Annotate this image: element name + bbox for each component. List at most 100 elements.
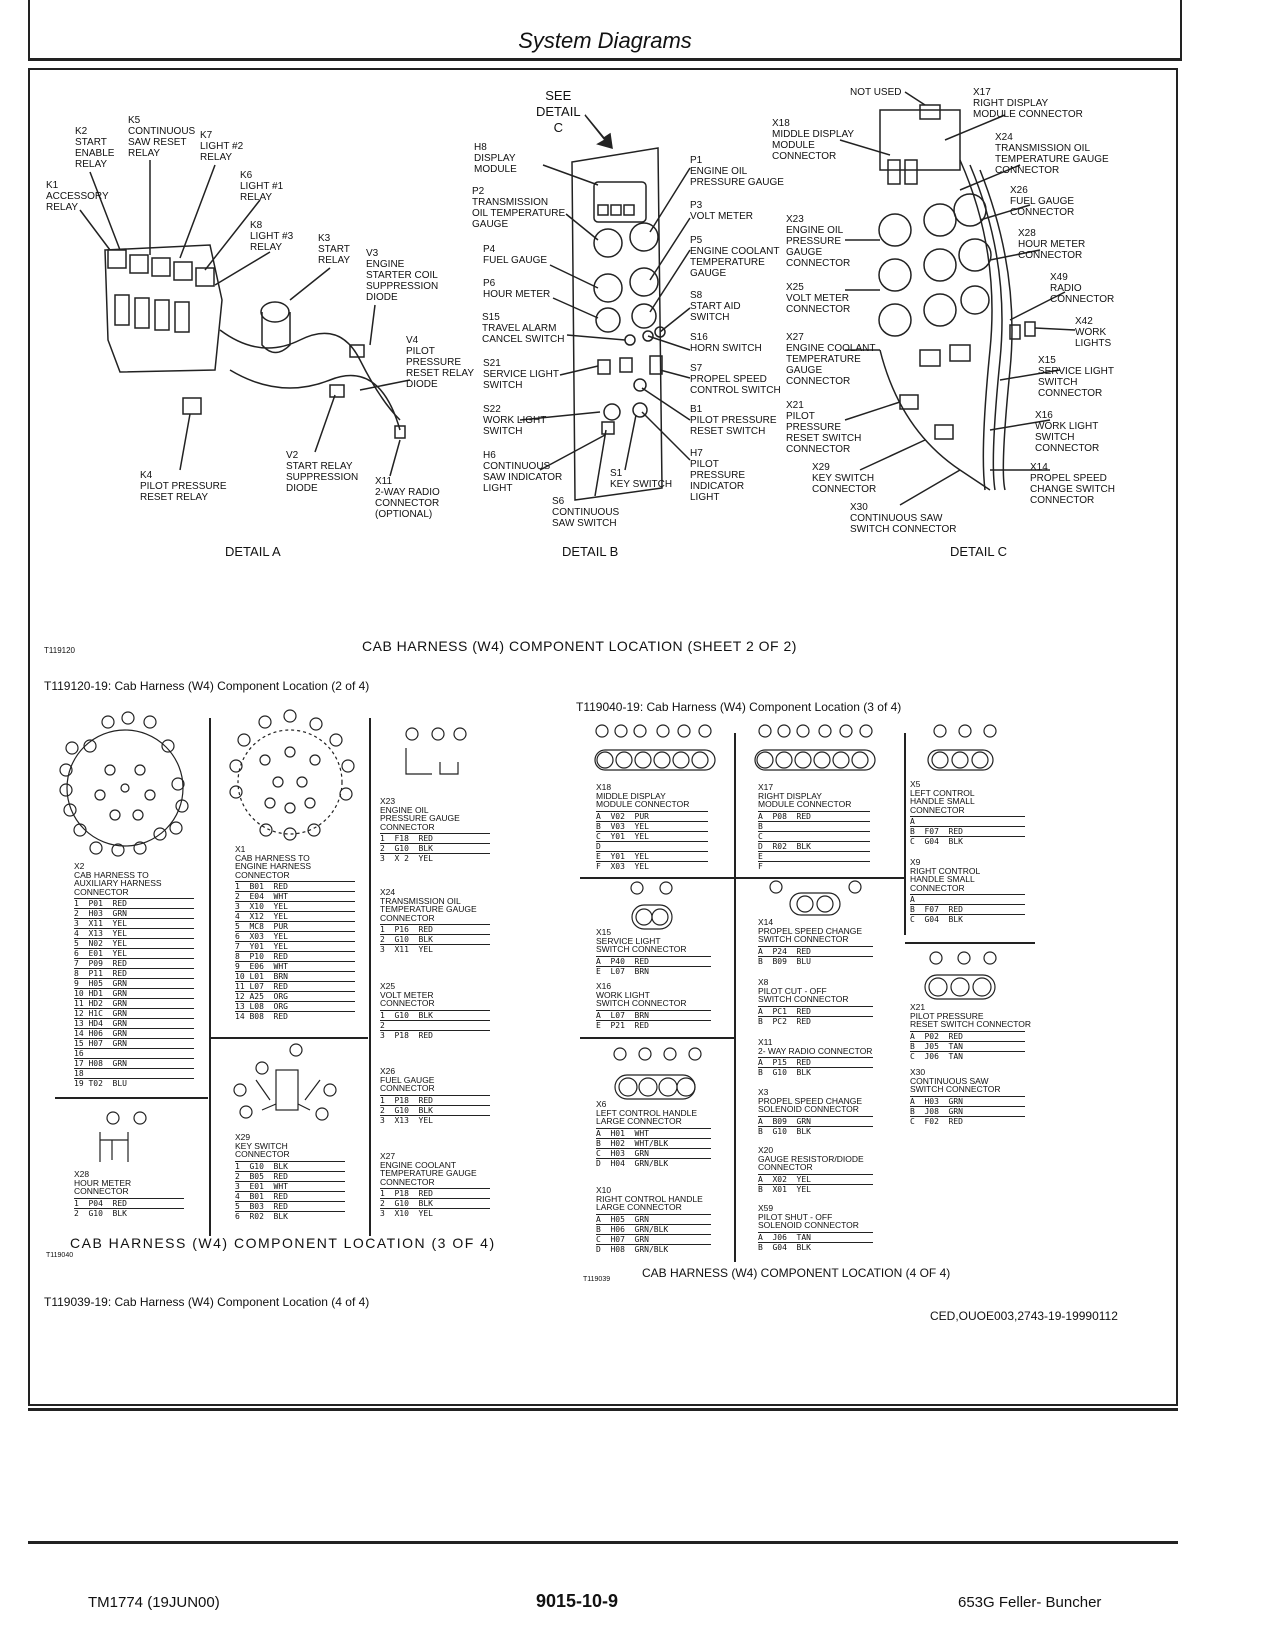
connector-row: F xyxy=(758,860,870,871)
connector-row: A V02 PUR xyxy=(596,810,708,821)
connector-title: X8 PILOT CUT - OFF SWITCH CONNECTOR xyxy=(758,977,849,1004)
component-label: V4 PILOT PRESSURE RESET RELAY DIODE xyxy=(406,335,474,390)
component-label: H6 CONTINUOUS SAW INDICATOR LIGHT xyxy=(483,450,563,494)
connector-row: 1 P18 RED xyxy=(380,1094,490,1105)
sheet3-title: CAB HARNESS (W4) COMPONENT LOCATION (3 O… xyxy=(70,1235,496,1251)
connector-title: X10 RIGHT CONTROL HANDLE LARGE CONNECTOR xyxy=(596,1185,703,1212)
connector-row: C H07 GRN xyxy=(596,1233,711,1244)
connector-row: B G10 BLK xyxy=(758,1067,873,1077)
connector-row: 12 H1C GRN xyxy=(74,1008,194,1018)
connector-row: C Y01 YEL xyxy=(596,830,708,841)
connector-row: A P15 RED xyxy=(758,1057,873,1067)
connector-title: X25 VOLT METER CONNECTOR xyxy=(380,981,435,1008)
connector-row: 6 X03 YEL xyxy=(235,931,355,941)
connector-row: 13 HD4 GRN xyxy=(74,1018,194,1028)
component-label: NOT USED xyxy=(850,87,902,98)
see-detail-c-label: SEE DETAIL C xyxy=(536,88,581,135)
connector-row: 11 HD2 GRN xyxy=(74,998,194,1008)
connector-title: X16 WORK LIGHT SWITCH CONNECTOR xyxy=(596,981,687,1008)
connector-row: 4 X12 YEL xyxy=(235,911,355,921)
page-title: System Diagrams xyxy=(518,28,692,53)
connector-row: E P21 RED xyxy=(596,1019,711,1030)
component-label: K7 LIGHT #2 RELAY xyxy=(200,130,244,163)
connector-row: A PC1 RED xyxy=(758,1005,873,1016)
connector-title: X59 PILOT SHUT - OFF SOLENOID CONNECTOR xyxy=(758,1203,859,1230)
component-label: K8 LIGHT #3 RELAY xyxy=(250,220,294,253)
connector-row: 2 G10 BLK xyxy=(380,843,490,853)
connector-row: 1 P01 RED xyxy=(74,898,194,908)
connector-row: B F07 RED xyxy=(910,826,1025,836)
manual-code: TM1774 (19JUN00) xyxy=(88,1594,220,1611)
connector-row: A H05 GRN xyxy=(596,1213,711,1224)
connector-row: B X01 YEL xyxy=(758,1183,873,1194)
connector-row: 6 E01 YEL xyxy=(74,948,194,958)
detail-b-label: DETAIL B xyxy=(562,544,619,559)
connector-row: B PC2 RED xyxy=(758,1015,873,1026)
component-label: P6 HOUR METER xyxy=(483,278,551,300)
detail-a-label: DETAIL A xyxy=(225,544,281,559)
connector-title: X18 MIDDLE DISPLAY MODULE CONNECTOR xyxy=(596,782,690,809)
connector-row: E L07 BRN xyxy=(596,965,711,976)
connector-title: X14 PROPEL SPEED CHANGE SWITCH CONNECTOR xyxy=(758,917,863,944)
connector-row: A J06 TAN xyxy=(758,1231,873,1242)
component-label: K3 START RELAY xyxy=(318,233,351,266)
page-header: System Diagrams xyxy=(28,0,1182,61)
component-label: B1 PILOT PRESSURE RESET SWITCH xyxy=(690,404,777,437)
sheet3-figure-id: T119040 xyxy=(46,1252,74,1259)
component-label: X42 WORK LIGHTS xyxy=(1075,316,1112,349)
connector-row: 4 X13 YEL xyxy=(74,928,194,938)
connector-row: 2 E04 WHT xyxy=(235,891,355,901)
connector-row: 19 T02 BLU xyxy=(74,1078,194,1088)
component-label: K1 ACCESSORY RELAY xyxy=(46,180,109,213)
connector-row: A xyxy=(910,816,1025,826)
component-label: K6 LIGHT #1 RELAY xyxy=(240,170,284,203)
connector-row: 9 E06 WHT xyxy=(235,961,355,971)
connector-row: A xyxy=(910,894,1025,904)
connector-row: B J08 GRN xyxy=(910,1105,1025,1116)
connector-row: C J06 TAN xyxy=(910,1050,1025,1061)
connector-title: X1 CAB HARNESS TO ENGINE HARNESS CONNECT… xyxy=(235,844,312,880)
component-label: S1 KEY SWITCH xyxy=(610,468,673,490)
connector-row: 11 L07 RED xyxy=(235,981,355,991)
connector-row: C H03 GRN xyxy=(596,1147,711,1158)
connector-row: 2 G10 BLK xyxy=(74,1207,184,1218)
component-label: X14 PROPEL SPEED CHANGE SWITCH CONNECTOR xyxy=(1030,462,1115,506)
component-label: P4 FUEL GAUGE xyxy=(483,244,548,266)
connector-row: 1 F18 RED xyxy=(380,833,490,843)
connector-row: 1 P16 RED xyxy=(380,924,490,934)
connector-title: X9 RIGHT CONTROL HANDLE SMALL CONNECTOR xyxy=(910,857,981,893)
connector-row: 17 H08 GRN xyxy=(74,1058,194,1068)
connector-title: X5 LEFT CONTROL HANDLE SMALL CONNECTOR xyxy=(910,779,975,815)
page-number: 9015-10-9 xyxy=(536,1591,619,1611)
sheet3-caption: T119040-19: Cab Harness (W4) Component L… xyxy=(576,700,902,714)
detail-c-label: DETAIL C xyxy=(950,544,1008,559)
component-label: X23 ENGINE OIL PRESSURE GAUGE CONNECTOR xyxy=(786,214,851,269)
connector-row: B H02 WHT/BLK xyxy=(596,1137,711,1148)
connector-row: 5 B03 RED xyxy=(235,1200,345,1211)
component-label: K2 START ENABLE RELAY xyxy=(75,126,115,170)
connector-row: 5 MC8 PUR xyxy=(235,921,355,931)
connector-row: B J05 TAN xyxy=(910,1040,1025,1051)
connector-row: A H01 WHT xyxy=(596,1127,711,1138)
component-label: X25 VOLT METER CONNECTOR xyxy=(786,282,851,315)
connector-row: 18 xyxy=(74,1068,194,1078)
connector-row: 10 L01 BRN xyxy=(235,971,355,981)
connector-row: 3 X13 YEL xyxy=(380,1114,490,1125)
connector-row: 3 X11 YEL xyxy=(74,918,194,928)
component-label: X21 PILOT PRESSURE RESET SWITCH CONNECTO… xyxy=(786,400,862,455)
connector-title: X23 ENGINE OIL PRESSURE GAUGE CONNECTOR xyxy=(380,796,460,832)
connector-row: A P08 RED xyxy=(758,810,870,821)
component-label: P3 VOLT METER xyxy=(690,200,753,222)
connector-title: X2 CAB HARNESS TO AUXILIARY HARNESS CONN… xyxy=(74,861,162,897)
connector-row: 1 G10 BLK xyxy=(380,1009,490,1020)
connector-row: 1 P04 RED xyxy=(74,1197,184,1208)
component-label: H8 DISPLAY MODULE xyxy=(474,142,517,175)
footer-rule xyxy=(28,1541,1178,1544)
component-label: X17 RIGHT DISPLAY MODULE CONNECTOR xyxy=(973,87,1083,120)
connector-row: A P40 RED xyxy=(596,955,711,966)
connector-row: 2 xyxy=(380,1019,490,1030)
connector-row: 7 Y01 YEL xyxy=(235,941,355,951)
connector-row: 3 X11 YEL xyxy=(380,944,490,954)
connector-row: 2 B05 RED xyxy=(235,1170,345,1181)
component-label: V3 ENGINE STARTER COIL SUPPRESSION DIODE xyxy=(366,248,439,303)
